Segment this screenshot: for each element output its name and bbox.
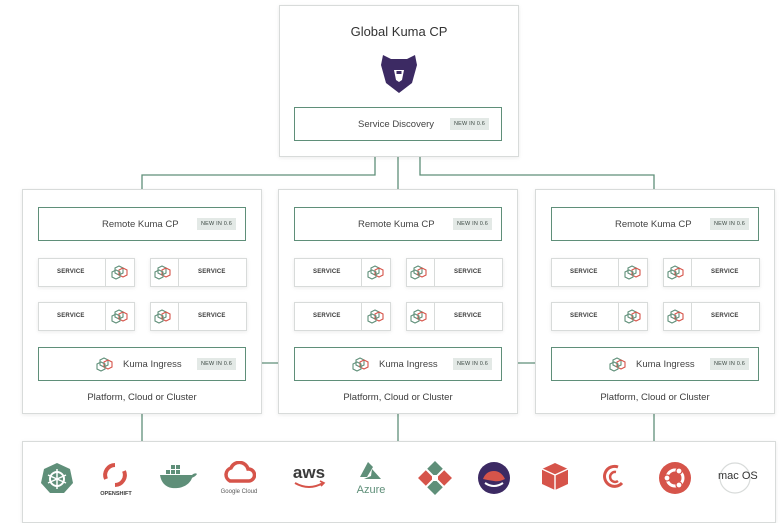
service-label: SERVICE [570,269,598,275]
service-box: SERVICE [663,258,760,287]
service-label: SERVICE [198,269,226,275]
kuma-bear-icon [381,55,417,93]
service-mesh-icon [111,265,128,280]
kuma-ingress-label: Kuma Ingress [123,359,182,370]
zone-footer-label: Platform, Cloud or Cluster [87,392,197,403]
service-label: SERVICE [57,269,85,275]
debian-icon [600,461,640,505]
service-mesh-icon [667,265,684,280]
service-box: SERVICE [663,302,760,331]
global-cp-panel: Global Kuma CP Service Discovery NEW IN … [279,5,519,157]
svg-text:aws: aws [293,463,325,482]
openshift-icon: OPENSHIFT [98,461,138,505]
remote-cp-label: Remote Kuma CP [615,219,692,230]
aws-box-icon [540,461,580,505]
ubuntu-icon [658,461,698,505]
centos-icon [418,461,458,505]
remote-cp-label: Remote Kuma CP [102,219,179,230]
remote-cp-box: Remote Kuma CP NEW IN 0.6 [294,207,502,241]
service-label: SERVICE [570,313,598,319]
service-label: SERVICE [198,313,226,319]
kubernetes-icon [40,461,80,505]
service-box: SERVICE [38,258,135,287]
kuma-ingress-box: Kuma Ingress NEW IN 0.6 [38,347,246,381]
redhat-icon [477,461,517,505]
azure-icon: Azure [355,461,395,505]
platforms-bar [22,441,776,523]
platform-label: Google Cloud [220,489,258,495]
service-label: SERVICE [57,313,85,319]
remote-cp-badge: NEW IN 0.6 [710,218,750,230]
zone-footer-label: Platform, Cloud or Cluster [343,392,453,403]
kuma-ingress-label: Kuma Ingress [379,359,438,370]
google-cloud-icon: Google Cloud [221,460,262,505]
service-box: SERVICE [294,258,391,287]
service-label: SERVICE [454,269,482,275]
remote-cp-label: Remote Kuma CP [358,219,435,230]
kuma-ingress-icon [609,357,626,372]
service-box: SERVICE [406,302,503,331]
kuma-ingress-icon [352,357,369,372]
docker-icon [158,461,198,505]
kuma-ingress-box: Kuma Ingress NEW IN 0.6 [551,347,759,381]
service-mesh-icon [410,265,427,280]
service-mesh-icon [111,309,128,324]
service-mesh-icon [154,309,171,324]
service-label: SERVICE [711,269,739,275]
service-mesh-icon [667,309,684,324]
service-box: SERVICE [406,258,503,287]
service-label: SERVICE [313,313,341,319]
service-box: SERVICE [551,258,648,287]
service-label: SERVICE [454,313,482,319]
service-discovery-label: Service Discovery [358,119,435,130]
service-mesh-icon [367,309,384,324]
remote-cp-badge: NEW IN 0.6 [197,218,237,230]
service-discovery-badge: NEW IN 0.6 [450,118,490,130]
remote-cp-box: Remote Kuma CP NEW IN 0.6 [38,207,246,241]
macos-icon: mac OS [718,461,758,505]
service-mesh-icon [410,309,427,324]
service-box: SERVICE [294,302,391,331]
service-mesh-icon [367,265,384,280]
platform-label: Azure [356,484,386,496]
kuma-ingress-badge: NEW IN 0.6 [197,358,237,370]
service-discovery-box: Service Discovery NEW IN 0.6 [294,107,502,141]
service-mesh-icon [624,265,641,280]
kuma-ingress-badge: NEW IN 0.6 [453,358,493,370]
service-box: SERVICE [150,258,247,287]
kuma-ingress-label: Kuma Ingress [636,359,695,370]
service-mesh-icon [154,265,171,280]
remote-cp-badge: NEW IN 0.6 [453,218,493,230]
service-box: SERVICE [38,302,135,331]
kuma-ingress-badge: NEW IN 0.6 [710,358,750,370]
service-box: SERVICE [150,302,247,331]
global-cp-title: Global Kuma CP [350,24,448,39]
zone-footer-label: Platform, Cloud or Cluster [600,392,710,403]
service-mesh-icon [624,309,641,324]
service-box: SERVICE [551,302,648,331]
kuma-ingress-box: Kuma Ingress NEW IN 0.6 [294,347,502,381]
aws-icon: awsaws [289,461,329,505]
service-label: SERVICE [711,313,739,319]
platform-label: OPENSHIFT [100,491,132,497]
kuma-ingress-icon [96,357,113,372]
platform-label: mac OS [718,470,758,482]
service-label: SERVICE [313,269,341,275]
remote-cp-box: Remote Kuma CP NEW IN 0.6 [551,207,759,241]
